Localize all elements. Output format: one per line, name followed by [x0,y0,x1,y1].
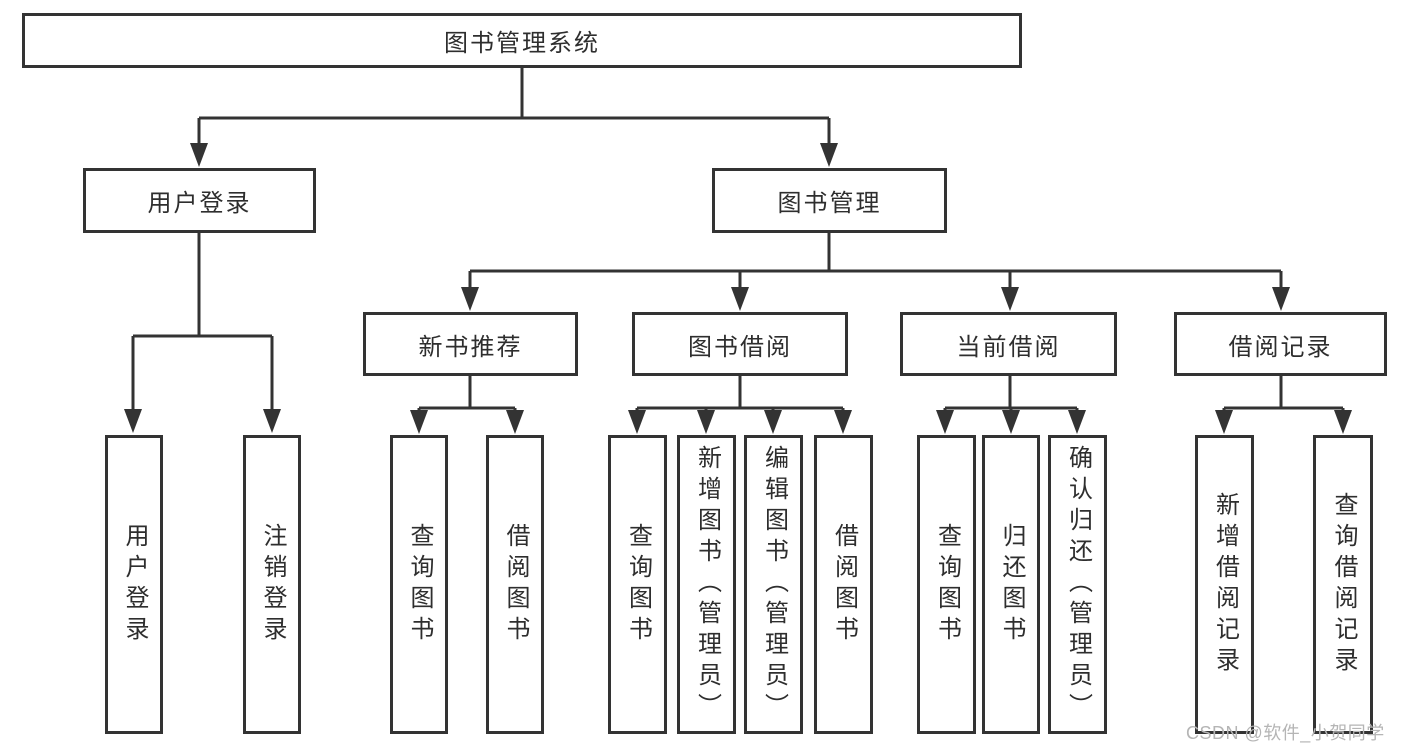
leaf-query-books-recommend: 查询图书 [390,435,448,734]
leaf-query-books-current: 查询图书 [917,435,976,734]
leaf-query-books-recommend-label: 查询图书 [406,522,433,647]
leaf-borrow-books-borrowing-label: 借阅图书 [830,522,858,647]
leaf-edit-books-admin: 编辑图书（管理员） [744,435,803,734]
leaf-query-borrow-record-label: 查询借阅记录 [1330,491,1357,678]
leaf-logout-label: 注销登录 [259,522,286,647]
leaf-query-books-borrowing-label: 查询图书 [624,522,652,647]
leaf-query-books-borrowing: 查询图书 [608,435,667,734]
leaf-logout: 注销登录 [243,435,301,734]
leaf-user-login-label: 用户登录 [121,522,148,647]
connector-book-management-to-modules [461,233,1290,311]
node-root-system: 图书管理系统 [22,13,1022,68]
node-current-borrowing: 当前借阅 [900,312,1117,376]
node-book-borrowing: 图书借阅 [632,312,848,376]
leaf-confirm-return-admin: 确认归还（管理员） [1048,435,1107,734]
leaf-return-books-label: 归还图书 [998,522,1025,647]
leaf-add-borrow-record-label: 新增借阅记录 [1211,491,1239,678]
leaf-borrow-books-recommend-label: 借阅图书 [502,522,529,647]
leaf-borrow-books-recommend: 借阅图书 [486,435,544,734]
leaf-add-books-admin-label: 新增图书（管理员） [693,445,721,724]
connector-user-login-to-leaves [124,233,281,433]
leaf-confirm-return-admin-label: 确认归还（管理员） [1064,445,1092,724]
node-book-management: 图书管理 [712,168,947,233]
connector-new-book-recommend-to-leaves [410,376,524,434]
watermark: CSDN @软件_小贺同学 [1186,723,1385,743]
leaf-edit-books-admin-label: 编辑图书（管理员） [760,445,788,724]
leaf-query-books-current-label: 查询图书 [933,522,961,647]
connector-borrowing-records-to-leaves [1215,376,1352,434]
node-user-login: 用户登录 [83,168,316,233]
leaf-add-borrow-record: 新增借阅记录 [1195,435,1254,734]
connector-book-borrowing-to-leaves [628,376,852,434]
leaf-user-login: 用户登录 [105,435,163,734]
leaf-return-books: 归还图书 [982,435,1040,734]
node-new-book-recommend: 新书推荐 [363,312,578,376]
node-borrowing-records: 借阅记录 [1174,312,1387,376]
connector-root-to-branches [190,68,838,167]
leaf-query-borrow-record: 查询借阅记录 [1313,435,1373,734]
leaf-add-books-admin: 新增图书（管理员） [677,435,736,734]
leaf-borrow-books-borrowing: 借阅图书 [814,435,873,734]
connector-current-borrowing-to-leaves [936,376,1086,434]
